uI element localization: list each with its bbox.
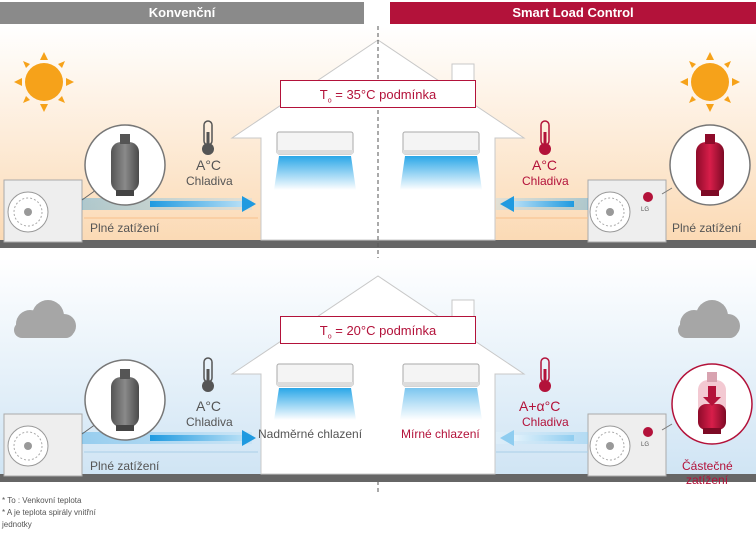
outdoor-unit [587,179,667,243]
load-label-line1: Částečné [682,459,733,473]
zoom-line [661,187,673,195]
brand-label: LG [641,207,650,213]
outdoor-unit [3,179,83,243]
refrigerant-label: Chladiva [522,415,569,429]
footnote: * A je teplota spirály vnitřní [2,508,96,517]
flow-arrow [500,430,574,446]
condition-prefix: T [319,87,328,102]
header-conventional: Konvenční [0,2,364,24]
lg-logo-icon [643,427,653,437]
cold-airflow [274,388,356,420]
indoor-unit [276,363,354,387]
condition-prefix: T [319,323,328,338]
lg-logo-icon [643,192,653,202]
sun-icon [680,52,740,112]
bottom-ground [0,474,756,482]
flow-arrow [150,430,256,446]
outdoor-unit [3,413,83,477]
thermometer-icon [202,357,214,392]
cold-airflow [274,156,356,190]
load-label: Plné zatížení [90,221,160,235]
indoor-unit [402,131,480,155]
condition-text: = 35°C podmínka [331,87,437,102]
cloud-icon [14,300,76,338]
cold-airflow [400,388,482,420]
compressor-magnifier [669,124,751,206]
temp-label: A°C [532,157,558,173]
outdoor-unit [587,413,667,477]
condition-sub: o [327,333,332,341]
flow-arrow [150,196,256,212]
condition-box-top: To = 35°C podmínka [280,80,476,108]
sun-icon [14,52,74,112]
refrigerant-label: Chladiva [186,174,233,188]
condition-sub: o [327,97,332,105]
footnote: * To : Venkovní teplota [2,496,82,505]
refrigerant-label: Chladiva [186,415,233,429]
cooling-label: Nadměrné chlazení [258,427,363,441]
condition-text: = 20°C podmínka [331,323,437,338]
compressor-magnifier [84,124,166,206]
cloud-icon [678,300,740,338]
zoom-line [661,423,673,431]
refrigerant-label: Chladiva [522,174,569,188]
flow-arrow [500,196,574,212]
indoor-unit [276,131,354,155]
thermometer-icon [202,120,214,155]
load-label-line2: zatížení [686,473,729,487]
footnote: jednotky [2,520,32,529]
load-label: Plné zatížení [672,221,742,235]
load-label: Plné zatížení [90,459,160,473]
compressor-magnifier [671,363,753,445]
thermometer-icon [539,120,551,155]
thermometer-icon [539,357,551,392]
indoor-unit [402,363,480,387]
temp-label: A°C [196,398,222,414]
compressor-magnifier [84,359,166,441]
condition-box-bottom: To = 20°C podmínka [280,316,476,344]
cold-airflow [400,156,482,190]
header-smart-load-control: Smart Load Control [390,2,756,24]
temp-label: A°C [196,157,222,173]
zoom-line [81,189,97,201]
temp-label: A+α°C [519,398,561,414]
cooling-label: Mírné chlazení [401,427,480,441]
brand-label: LG [641,442,650,448]
